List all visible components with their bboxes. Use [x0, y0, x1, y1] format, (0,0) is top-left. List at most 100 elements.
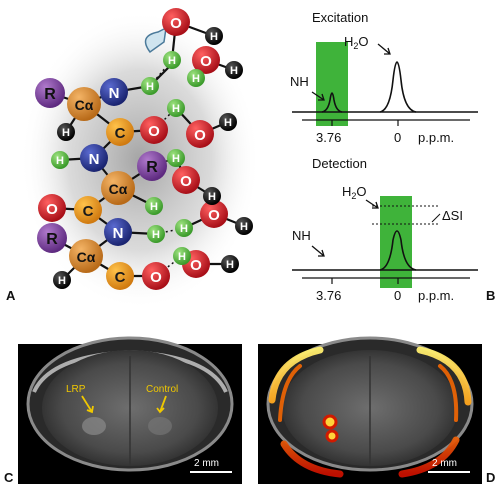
atom-r-top: R [35, 78, 65, 108]
mri-d-contrast-rim-inner [278, 364, 459, 422]
detection-unit: p.p.m. [418, 288, 454, 303]
atom-label: R [146, 159, 158, 176]
atom-label: H [150, 201, 158, 213]
h-green-7: H [145, 197, 163, 215]
atom-o-1: O [140, 116, 168, 144]
atom-label: H [146, 81, 154, 93]
atom-c-mid: C [74, 196, 102, 224]
atom-label: H [58, 275, 66, 287]
mri-d-scale-label: 2 mm [432, 458, 457, 469]
h-black-8: H [221, 255, 239, 273]
mri-c-arrow-control [156, 395, 167, 414]
atom-label: R [46, 231, 58, 248]
detection-delta-label: ΔSI [442, 208, 463, 223]
water-o-1: O [162, 8, 190, 36]
atom-label: H [62, 127, 70, 139]
water-o-4: O [172, 166, 200, 194]
mri-d-hotspot-bottom [325, 429, 339, 443]
panel-letter-d: D [486, 470, 495, 485]
atom-label: H [56, 155, 64, 167]
atom-calpha-mid: Cα [101, 171, 135, 205]
h-green-4: H [167, 99, 185, 117]
h-green-9: H [175, 219, 193, 237]
panel-b: Excitation NH H2O 3.76 0 p.p.m. Detectio… [290, 10, 495, 303]
water-o-2: O [192, 46, 220, 74]
panel-letter-a: A [6, 288, 16, 303]
atom-calpha-bottom: Cα [69, 239, 103, 273]
detection-water-peak [379, 230, 417, 271]
atom-label: H [224, 117, 232, 129]
h-black-1: H [205, 27, 223, 45]
h-black-7: H [53, 271, 71, 289]
detection-nh-arrow [311, 245, 325, 257]
h-green-6: H [167, 149, 185, 167]
atom-label: O [180, 173, 192, 190]
atom-label: H [208, 191, 216, 203]
panel-a: R R R Cα Cα Cα N N N C C C O O O O O O O… [6, 8, 260, 310]
atom-n-bottom: N [104, 218, 132, 246]
atom-label: O [46, 201, 58, 218]
atom-label: H [172, 153, 180, 165]
mri-d-hotspot-top [322, 414, 338, 430]
h-green-10: H [173, 247, 191, 265]
h-green-5: H [51, 151, 69, 169]
atom-label: C [83, 203, 94, 220]
atom-r-mid: R [137, 151, 167, 181]
water-o-3: O [186, 120, 214, 148]
atom-label: N [113, 225, 124, 242]
excitation-nh-arrow [311, 91, 325, 101]
atom-o-3: O [142, 262, 170, 290]
atom-n-top: N [100, 78, 128, 106]
atom-label: C [115, 269, 126, 286]
panel-c: LRP Control 2 mm C [4, 336, 242, 485]
detection-nh-label: NH [292, 228, 311, 243]
h-black-4: H [57, 123, 75, 141]
h-green-3: H [187, 69, 205, 87]
atom-label: H [172, 103, 180, 115]
panel-letter-b: B [486, 288, 495, 303]
h-black-6: H [235, 217, 253, 235]
mri-c-injection-lrp [82, 417, 106, 435]
detection-water-label: H2O [342, 184, 367, 201]
excitation-tick-label-water: 0 [394, 130, 401, 145]
atom-c-bottom: C [106, 262, 134, 290]
atom-label: O [150, 269, 162, 286]
excitation-title: Excitation [312, 10, 368, 25]
water-o-5: O [200, 200, 228, 228]
excitation-water-peak [379, 61, 417, 113]
atom-r-bottom: R [37, 223, 67, 253]
atom-label: C [115, 125, 126, 142]
atom-label: H [178, 251, 186, 263]
atom-label: R [44, 86, 56, 103]
atom-label: O [170, 15, 182, 32]
detection-delta-pointer [431, 213, 441, 223]
atom-label: O [208, 207, 220, 224]
mri-c-label-lrp: LRP [66, 384, 86, 395]
detection-tick-label-nh: 3.76 [316, 288, 341, 303]
atom-label: H [168, 55, 176, 67]
atom-label: H [230, 65, 238, 77]
detection-measurement-band [380, 196, 412, 288]
atom-label: O [190, 257, 202, 274]
atom-o-2: O [38, 194, 66, 222]
atom-label: H [226, 259, 234, 271]
atom-label: Cα [109, 181, 128, 197]
atom-c-top: C [106, 118, 134, 146]
atom-label: O [200, 53, 212, 70]
excitation-unit: p.p.m. [418, 130, 454, 145]
detection-title: Detection [312, 156, 367, 171]
mri-c-arrow-lrp [81, 395, 94, 414]
h-black-3: H [219, 113, 237, 131]
h-green-1: H [163, 51, 181, 69]
detection-tick-label-water: 0 [394, 288, 401, 303]
atom-label: H [210, 31, 218, 43]
atom-n-mid: N [80, 144, 108, 172]
mri-c-injection-control [148, 417, 172, 435]
excitation-water-label: H2O [344, 34, 369, 51]
excitation-tick-label-nh: 3.76 [316, 130, 341, 145]
detection-water-arrow [365, 199, 379, 209]
excitation-water-arrow [377, 43, 391, 55]
atom-label: H [240, 221, 248, 233]
panel-letter-c: C [4, 470, 14, 485]
